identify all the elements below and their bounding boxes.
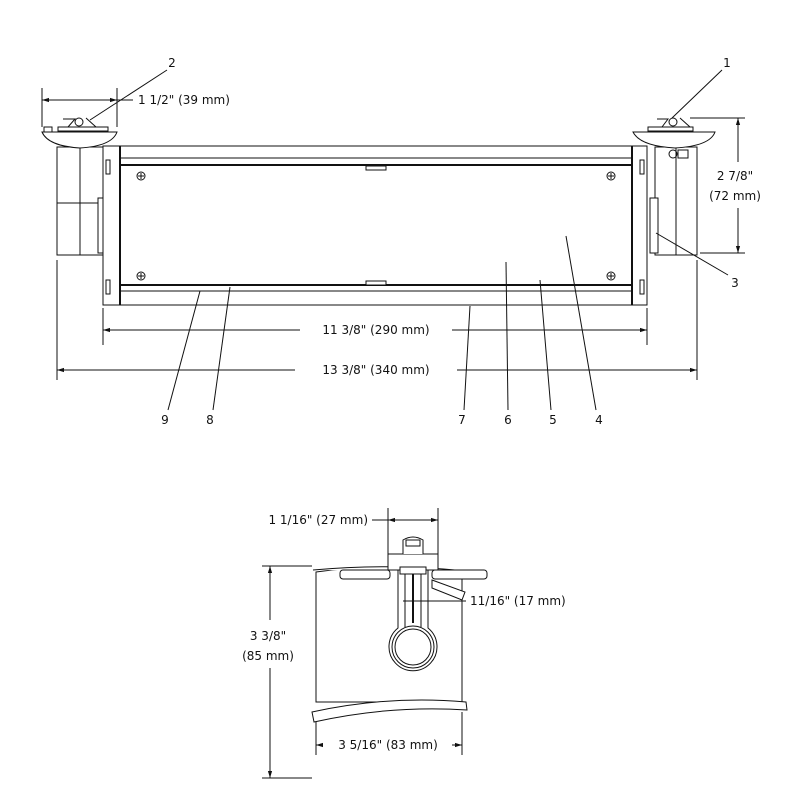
dim-label: 3 3/8" bbox=[250, 629, 286, 643]
screw-icon bbox=[606, 171, 616, 181]
dim-label: 1 1/16" (27 mm) bbox=[268, 513, 368, 527]
dimension-slot-width: 11/16" (17 mm) bbox=[403, 594, 566, 608]
dimension-side-height: 3 3/8" (85 mm) bbox=[242, 565, 312, 779]
side-view: 1 1/16" (27 mm) 11/16" (17 mm) 3 3/8" (8… bbox=[242, 508, 566, 779]
dim-label: (72 mm) bbox=[709, 189, 761, 203]
callout-6: 6 bbox=[504, 413, 512, 427]
housing bbox=[102, 145, 648, 306]
callout-4: 4 bbox=[595, 413, 603, 427]
screw-icon bbox=[606, 271, 616, 281]
dim-label: 11 3/8" (290 mm) bbox=[322, 323, 429, 337]
dim-label: 13 3/8" (340 mm) bbox=[322, 363, 429, 377]
dimension-side-width: 3 5/16" (83 mm) bbox=[315, 712, 463, 755]
dimension-overall-width: 13 3/8" (340 mm) bbox=[56, 260, 698, 380]
callout-5: 5 bbox=[549, 413, 557, 427]
callout-9: 9 bbox=[161, 413, 169, 427]
dimension-clip-width: 1 1/16" (27 mm) bbox=[268, 508, 439, 554]
front-view: 1 1/2" (39 mm) 2 7/8" (72 mm) 11 3/8" (2… bbox=[41, 56, 761, 427]
dimension-inner-width: 11 3/8" (290 mm) bbox=[102, 308, 648, 345]
callout-2: 2 bbox=[168, 56, 176, 70]
dim-label: 2 7/8" bbox=[717, 169, 753, 183]
screw-icon bbox=[136, 171, 146, 181]
callout-7: 7 bbox=[458, 413, 466, 427]
callouts: 1 2 3 4 5 6 7 8 9 bbox=[89, 56, 739, 427]
dim-label: 11/16" (17 mm) bbox=[470, 594, 566, 608]
dimension-bracket-width: 1 1/2" (39 mm) bbox=[41, 88, 230, 127]
dim-label: 3 5/16" (83 mm) bbox=[338, 738, 438, 752]
callout-3: 3 bbox=[731, 276, 739, 290]
left-bracket bbox=[41, 117, 118, 256]
dimension-height: 2 7/8" (72 mm) bbox=[690, 117, 761, 254]
screw-icon bbox=[136, 271, 146, 281]
callout-1: 1 bbox=[723, 56, 731, 70]
dim-label: (85 mm) bbox=[242, 649, 294, 663]
side-body bbox=[311, 536, 488, 723]
dim-label: 1 1/2" (39 mm) bbox=[138, 93, 230, 107]
callout-8: 8 bbox=[206, 413, 214, 427]
